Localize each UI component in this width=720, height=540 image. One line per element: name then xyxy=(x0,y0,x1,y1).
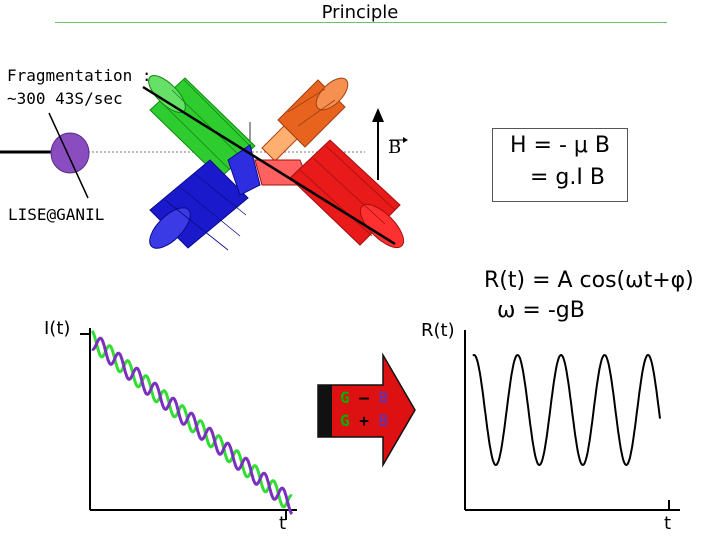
ratio-oscillation-curve xyxy=(472,353,661,467)
right-plot-ylabel: R(t) xyxy=(421,320,455,341)
target-disk xyxy=(50,132,90,174)
fragmentation-label: Fragmentation : xyxy=(7,66,152,85)
ratio-formula-line2: ω = -gB xyxy=(497,298,585,323)
arrow-op-1: – xyxy=(359,388,369,407)
left-plot-axes xyxy=(80,328,297,520)
purple-intensity-curve xyxy=(91,336,294,515)
detector-green xyxy=(148,75,256,179)
left-plot-xlabel: t xyxy=(279,513,287,534)
detector-orange xyxy=(261,77,349,162)
green-intensity-curve xyxy=(90,330,293,509)
left-plot-ylabel: I(t) xyxy=(44,318,71,339)
ratio-formula-line1: R(t) = A cos(ωt+φ) xyxy=(484,268,694,293)
arrow-g-1: G xyxy=(340,388,350,407)
title-underline xyxy=(55,22,667,23)
arrow-text-sum: G + B xyxy=(340,411,388,430)
hamiltonian-box xyxy=(492,128,628,202)
facility-label: LISE@GANIL xyxy=(8,205,105,224)
b-field-arrowhead xyxy=(372,108,384,122)
arrow-op-2: + xyxy=(359,411,369,430)
hamiltonian-line1: H = - μ B xyxy=(510,133,610,158)
detector-blue xyxy=(149,144,261,251)
fragmentation-rate: ~300 43S/sec xyxy=(7,89,123,108)
right-plot-xlabel: t xyxy=(664,513,672,534)
arrow-g-2: G xyxy=(340,411,350,430)
arrow-text-difference: G – B xyxy=(340,388,388,407)
detector-axis-line xyxy=(142,85,396,246)
target-axis-line xyxy=(48,112,89,199)
arrow-b-1: B xyxy=(378,388,389,407)
b-field-label: B xyxy=(388,137,402,158)
arrow-b-2: B xyxy=(378,411,389,430)
transform-arrow xyxy=(317,352,416,468)
slide-title: Principle xyxy=(321,2,399,23)
right-plot-axes xyxy=(464,330,680,511)
hamiltonian-line2: = g.I B xyxy=(530,165,605,190)
